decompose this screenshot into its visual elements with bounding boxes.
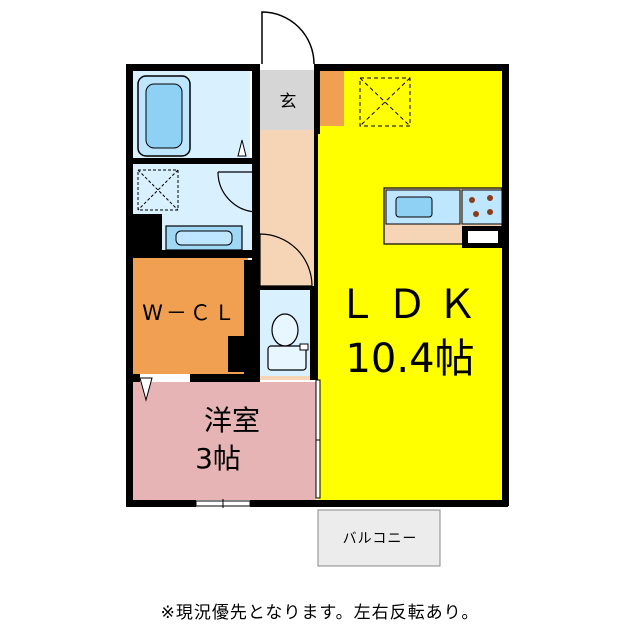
ventilation-x-icon [359, 77, 411, 127]
washing-machine-pan-icon [137, 169, 179, 211]
entrance-label: 玄 [280, 92, 297, 112]
bathtub-icon [137, 75, 191, 157]
entrance-storage [318, 70, 344, 126]
western-room-floor [132, 382, 316, 500]
faucet-icon [237, 139, 247, 157]
door-swing-icon [259, 233, 313, 287]
door-swing-icon [217, 171, 257, 213]
ldk-size-label: 10.4帖 [345, 336, 474, 382]
walk-in-closet-label: W－ＣＬ [142, 301, 238, 325]
walls [126, 64, 509, 507]
balcony-floor [317, 509, 441, 567]
balcony-label: バルコニー [343, 531, 418, 547]
door-swing-icon [139, 377, 153, 402]
ldk-name-label: ＬＤＫ [337, 282, 487, 328]
washbasin-icon [165, 225, 243, 251]
entrance-floor [260, 70, 316, 130]
kitchen-counter [383, 187, 503, 248]
western-room-size-label: 3帖 [195, 442, 241, 475]
stove-burner-icon [461, 189, 503, 225]
western-room-name-label: 洋室 [204, 404, 260, 437]
footnote: ※現況優先となります。左右反転あり。 [160, 603, 480, 623]
door-swing-icon [261, 11, 315, 65]
windows [195, 379, 321, 508]
toilet-icon [267, 313, 309, 371]
ldk-floor [318, 70, 504, 500]
floor-plan: 玄 ＬＤＫ 10.4帖 W－ＣＬ 洋室 3帖 バルコニー [126, 11, 509, 567]
refrigerator-space-icon [462, 226, 502, 248]
